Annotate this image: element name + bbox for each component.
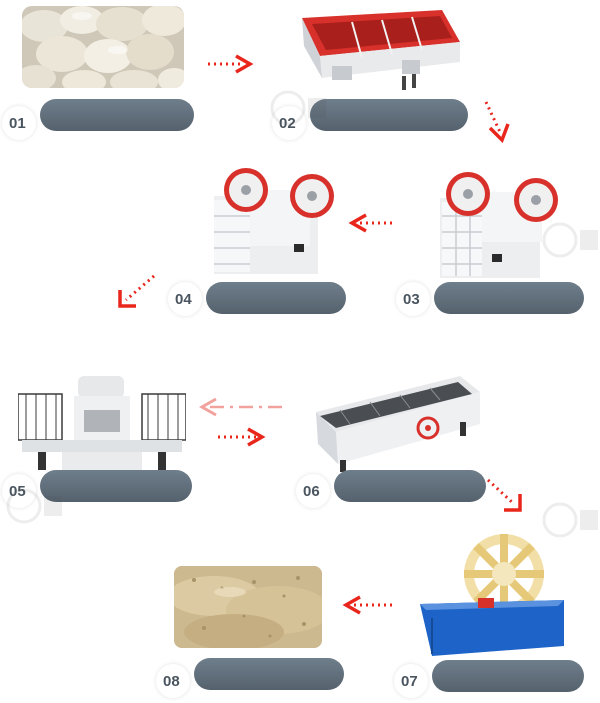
finished-sand-image [174, 566, 322, 648]
step-number-badge [394, 664, 428, 698]
dotted-red-arrow-icon [480, 98, 514, 144]
dotted-red-arrow-icon [346, 212, 398, 234]
step-number: 04 [175, 291, 192, 308]
step-04: 04 [168, 150, 354, 316]
step-01: 01 [0, 0, 210, 140]
primary-jaw-crusher-image [432, 158, 558, 282]
vibrating-feeder-image [292, 6, 462, 96]
step-label [40, 470, 192, 502]
step-number: 03 [403, 291, 420, 308]
step-05: 05 [0, 360, 200, 510]
faded-red-arrow-icon [196, 396, 288, 418]
step-06: 06 [294, 366, 494, 510]
dotted-red-arrow-icon [206, 54, 258, 74]
step-label [310, 99, 468, 131]
dotted-red-arrow-icon [216, 426, 270, 448]
step-number-badge [2, 106, 36, 140]
step-number-badge [2, 474, 36, 508]
step-number-badge [272, 106, 306, 140]
step-number: 07 [401, 673, 418, 690]
step-03: 03 [394, 150, 600, 316]
step-07: 07 [392, 530, 600, 702]
step-number: 01 [9, 115, 26, 132]
step-number: 08 [163, 673, 180, 690]
step-label [206, 282, 346, 314]
dotted-red-arrow-icon [112, 272, 158, 312]
sand-washer-image [418, 534, 564, 658]
step-label [334, 470, 486, 502]
step-number-badge [168, 282, 202, 316]
step-label [432, 660, 584, 692]
step-number: 05 [9, 483, 26, 500]
step-number: 06 [303, 483, 320, 500]
step-08: 08 [156, 560, 356, 702]
dotted-red-arrow-icon [484, 476, 528, 516]
step-label [434, 282, 584, 314]
step-number-badge [396, 282, 430, 316]
step-label [40, 99, 194, 131]
vibrating-screen-image [310, 372, 482, 474]
step-number-badge [156, 664, 190, 698]
step-number: 02 [279, 115, 296, 132]
step-02: 02 [270, 0, 480, 140]
dotted-red-arrow-icon [340, 594, 394, 616]
vsi-sand-maker-image [18, 366, 186, 478]
step-number-badge [296, 474, 330, 508]
stone-pile-image [22, 6, 184, 88]
secondary-jaw-crusher-image [208, 156, 334, 278]
step-label [194, 658, 344, 690]
